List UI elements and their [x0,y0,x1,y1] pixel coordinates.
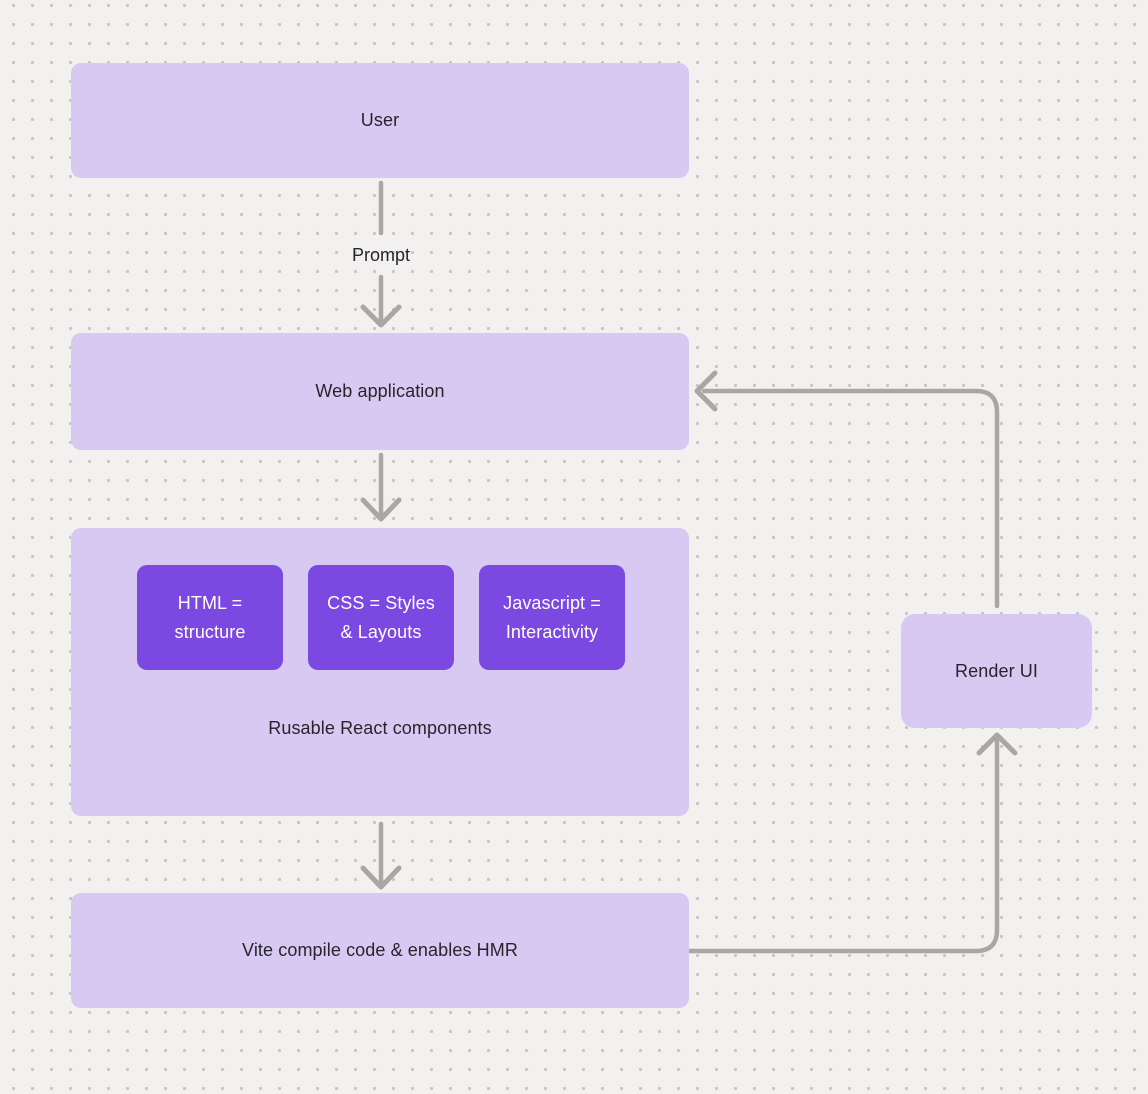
component-html-label: HTML = structure [174,592,246,642]
component-css: CSS = Styles & Layouts [308,565,454,670]
component-javascript: Javascript = Interactivity [479,565,625,670]
arrow-webapp-to-components [360,452,402,522]
node-web-application: Web application [71,333,689,450]
arrow-components-to-vite [360,821,402,890]
node-render-ui: Render UI [901,614,1092,728]
component-css-label: CSS = Styles & Layouts [327,592,435,642]
node-components-group: HTML = structure CSS = Styles & Layouts … [71,528,689,816]
edge-label-prompt: Prompt [351,245,411,265]
components-row: HTML = structure CSS = Styles & Layouts … [137,565,625,670]
arrow-renderui-to-webapp [694,370,1000,609]
node-user: User [71,63,689,178]
component-html: HTML = structure [137,565,283,670]
arrow-vite-to-renderui [687,732,1018,954]
components-group-caption: Rusable React components [268,718,492,738]
node-user-label: User [360,110,400,130]
node-vite: Vite compile code & enables HMR [71,893,689,1008]
node-render-ui-label: Render UI [955,660,1038,681]
node-vite-label: Vite compile code & enables HMR [242,940,518,960]
component-javascript-label: Javascript = Interactivity [503,592,601,642]
node-web-application-label: Web application [315,381,445,401]
